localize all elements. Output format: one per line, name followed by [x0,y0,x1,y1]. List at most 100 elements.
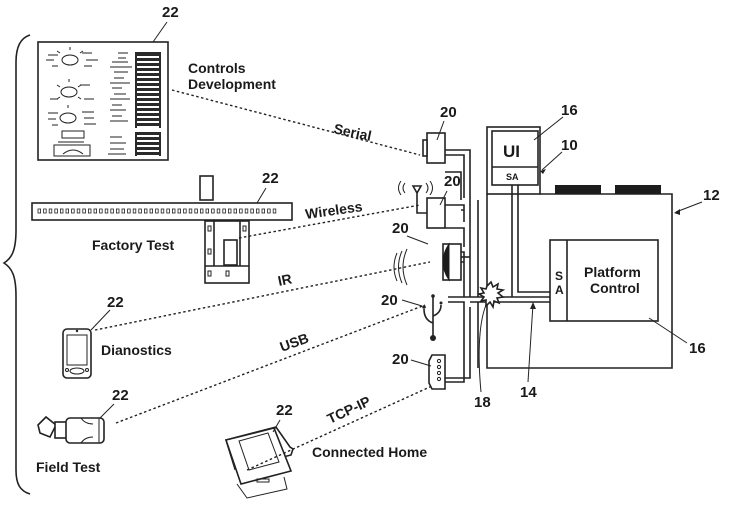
sun-icon [46,47,98,67]
connector-pin [99,208,103,214]
button-slot [137,61,159,63]
gauge-icon [53,144,91,157]
tcp-ip-port[interactable] [428,354,446,390]
button-slot [137,145,159,147]
button-slot [137,106,159,108]
connector-pin [48,208,53,214]
connector-pin [149,208,153,214]
connector-pin [250,208,254,214]
connector-pin [60,208,64,214]
button-slot [137,150,159,152]
label-controls: Controls [188,60,246,76]
diagnostics-pda-device[interactable] [62,328,92,379]
ref-fault: 18 [474,394,491,411]
label-usb: USB [278,330,311,355]
label-wireless: Wireless [304,198,363,222]
connector-pin [121,208,125,214]
antenna-icon [411,185,427,214]
connector-pin [244,208,249,214]
button-slot [137,116,159,118]
usb-port[interactable] [422,294,443,341]
connected-home-tablet-device[interactable] [224,426,294,499]
usb-icon [423,297,442,339]
connector-pin [104,208,109,214]
connector-pin [216,208,221,214]
ref-diagnostics: 22 [107,294,124,311]
connector-pin [116,208,120,214]
connector-pin [177,208,181,214]
label-tcp-ip: TCP-IP [325,393,373,427]
connector-pin [71,208,75,214]
connector-pin [211,208,215,214]
tcp-ip-link [246,385,433,471]
connector-pin [267,208,271,214]
grouping-brace [2,34,31,495]
ir-port[interactable] [393,242,462,286]
connector-pin [239,208,243,214]
serial-link [171,89,421,156]
label-serial: Serial [332,120,373,144]
ref-platform: 16 [689,340,706,357]
connector-pin [183,208,187,214]
ref-connected-home: 22 [276,402,293,419]
connector-pin [82,208,86,214]
button-slot [137,126,159,128]
platform-control-module[interactable]: S A Platform Control [549,239,659,322]
connector-pin [205,208,209,214]
connector-pin [255,208,260,214]
label-connected-home: Connected Home [312,444,427,460]
connector-pin [166,208,170,214]
serial-port[interactable] [422,132,446,164]
port-bus-wiring [445,149,471,383]
sun-icon [48,105,96,126]
factory-test-device[interactable] [31,175,293,284]
connector-pin [88,208,92,214]
label-diagnostics: Dianostics [101,342,172,358]
connector-pin [65,208,69,214]
button-slot [137,121,159,123]
button-slot [137,81,159,83]
ref-factory-test: 22 [262,170,279,187]
display-window-icon [61,130,85,139]
ref-field-test: 22 [112,387,129,404]
sun-icon [50,79,94,100]
connector-pin [261,208,265,214]
control-label: Control [590,280,640,296]
button-slot [137,140,159,142]
ui-module[interactable]: UI SA [503,142,520,182]
ref-tcp-ip-port: 20 [392,351,409,368]
button-slot [137,135,159,137]
controls-development-device[interactable] [37,41,169,161]
appliance-housing [486,126,673,369]
connector-pin [222,208,226,214]
ir-link [94,261,431,331]
label-factory-test: Factory Test [92,237,175,253]
usb-link [115,304,426,424]
connector-pin [188,208,193,214]
connector-pin [160,208,165,214]
fault-burst-icon [476,280,506,310]
button-slot [137,155,159,157]
connector-pin [76,208,81,214]
ref-usb-port: 20 [381,292,398,309]
ir-waves-icon [393,248,408,286]
ref-ui-unit: 10 [561,137,578,154]
connector-pin [43,208,47,214]
wireless-link [238,204,421,239]
ref-appliance: 12 [703,187,720,204]
button-slot [137,56,159,58]
connector-pin [171,208,176,214]
label-development: Development [188,76,276,92]
connector-pin [54,208,58,214]
ref-serial-port: 20 [440,104,457,121]
ref-controls-development: 22 [162,4,179,21]
wireless-port[interactable] [398,180,446,229]
platform-label: Platform [584,264,641,280]
button-slot [137,96,159,98]
field-test-usb-device[interactable] [37,415,105,444]
connector-pin [143,208,148,214]
connector-pin [138,208,142,214]
platform-sa-a: A [555,283,564,297]
connector-pin [93,208,97,214]
